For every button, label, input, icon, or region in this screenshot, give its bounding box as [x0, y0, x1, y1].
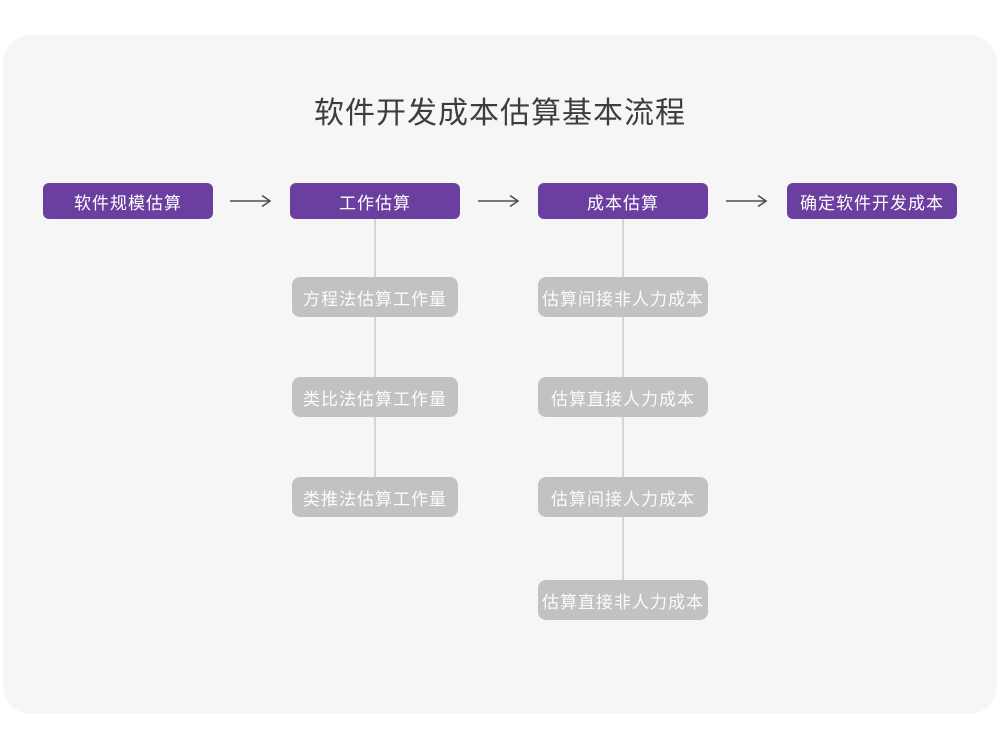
flow-stage-work-estimation: 工作估算 [290, 183, 460, 219]
substep-extrapolation-method: 类推法估算工作量 [292, 477, 458, 517]
flow-stage-determine-development-cost: 确定软件开发成本 [787, 183, 957, 219]
substep-equation-method: 方程法估算工作量 [292, 277, 458, 317]
connector-line-work-estimation [374, 219, 376, 481]
arrow-right-icon [478, 194, 520, 208]
arrow-right-icon [230, 194, 272, 208]
diagram-title: 软件开发成本估算基本流程 [314, 97, 686, 130]
flow-stage-cost-estimation: 成本估算 [538, 183, 708, 219]
substep-analogy-method: 类比法估算工作量 [292, 377, 458, 417]
substep-direct-labor-cost: 估算直接人力成本 [538, 377, 708, 417]
flow-stage-software-scale-estimation: 软件规模估算 [43, 183, 213, 219]
diagram-card [3, 35, 997, 714]
arrow-right-icon [726, 194, 768, 208]
substep-indirect-nonlabor-cost: 估算间接非人力成本 [538, 277, 708, 317]
substep-indirect-labor-cost: 估算间接人力成本 [538, 477, 708, 517]
substep-direct-nonlabor-cost: 估算直接非人力成本 [538, 580, 708, 620]
